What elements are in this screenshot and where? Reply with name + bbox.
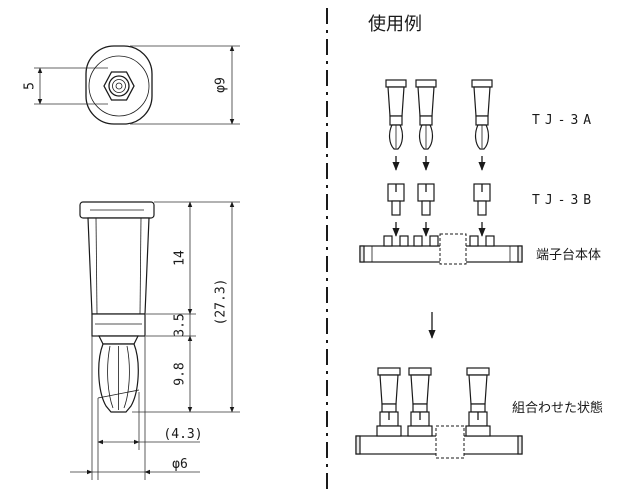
top-view: 5 φ9 — [23, 45, 240, 125]
tj3a-part-2 — [415, 79, 437, 150]
top-view-inner-ring — [108, 75, 130, 97]
dim-outer-diameter: φ9 — [214, 77, 229, 93]
dim-body-length: 14 — [173, 250, 188, 266]
tj3b-part-1 — [387, 183, 405, 216]
dim-collar-length: 3.5 — [173, 313, 188, 336]
top-view-bore — [112, 79, 126, 93]
top-view-flange-outline — [85, 45, 153, 125]
label-tj3a: TJ-3A — [532, 113, 596, 128]
top-view-pin — [115, 82, 123, 90]
terminal-block — [359, 233, 523, 265]
tj3b-part-3 — [473, 183, 491, 216]
tj3b-part-2 — [417, 183, 435, 216]
dim-plug-length: 9.8 — [173, 362, 188, 385]
label-terminal-block: 端子台本体 — [536, 248, 601, 263]
tj3a-part-3 — [471, 79, 493, 150]
tj3a-part-1 — [385, 79, 407, 150]
dim-base-diameter: φ6 — [172, 457, 188, 472]
dim-plug-width: (4.3) — [163, 427, 202, 442]
arrows-row-2 — [392, 222, 486, 237]
top-view-hex — [103, 71, 135, 101]
assembled-block — [355, 367, 523, 459]
side-view-collar — [91, 313, 146, 337]
assembled-plug-1 — [376, 367, 402, 437]
usage-example: 使用例 TJ-3A — [355, 14, 603, 459]
arrows-row-1 — [392, 156, 486, 171]
side-view-collar-lower — [98, 335, 139, 345]
assembled-plug-2 — [407, 367, 433, 437]
assembled-plug-3 — [465, 367, 491, 437]
label-assembled: 組合わせた状態 — [512, 400, 603, 416]
dim-total-length: (27.3) — [214, 279, 229, 326]
dim-hex-across: 5 — [23, 82, 38, 90]
label-tj3b: TJ-3B — [532, 193, 596, 208]
usage-title: 使用例 — [368, 14, 422, 35]
side-view: 14 3.5 9.8 (27.3) (4.3) φ6 — [70, 201, 240, 480]
top-view-outer-circle — [88, 55, 150, 117]
